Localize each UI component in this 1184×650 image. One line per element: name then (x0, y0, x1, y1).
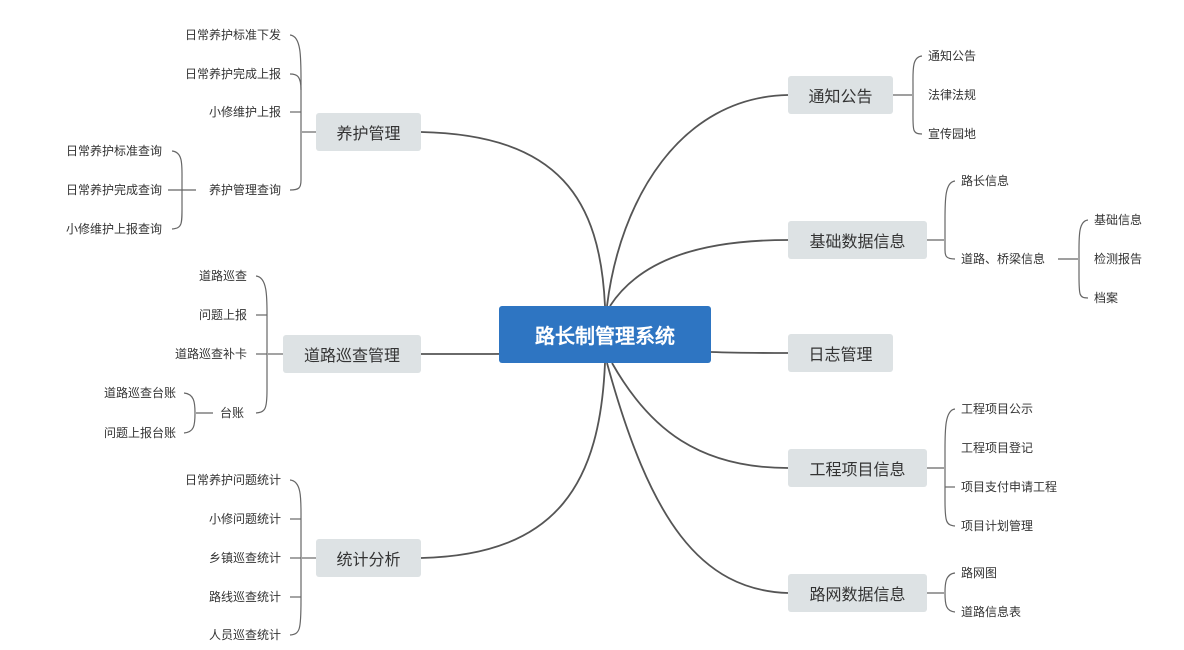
leaf-tongji-1[interactable]: 日常养护问题统计 (184, 473, 281, 487)
leaf-tongzhi-3[interactable]: 宣传园地 (928, 127, 977, 141)
leaf-gongcheng-4[interactable]: 项目计划管理 (961, 519, 1034, 533)
root-node[interactable]: 路长制管理系统 (499, 306, 711, 363)
leaf-yanghu-3[interactable]: 小修维护上报 (208, 105, 281, 119)
branch-yanghu[interactable]: 养护管理 (316, 113, 421, 151)
leaf-jichu-2[interactable]: 道路、桥梁信息 (961, 252, 1046, 266)
leaf-gongcheng-1[interactable]: 工程项目公示 (961, 402, 1034, 416)
branch-rizhi[interactable]: 日志管理 (788, 334, 893, 372)
leaf-xuncha-ledger-2[interactable]: 问题上报台账 (103, 426, 176, 440)
leaf-gongcheng-2[interactable]: 工程项目登记 (961, 441, 1034, 455)
branch-gongcheng[interactable]: 工程项目信息 (788, 449, 927, 487)
leaf-jichu-bridge-3[interactable]: 档案 (1094, 291, 1119, 305)
leaf-yanghu-query-1[interactable]: 日常养护标准查询 (65, 144, 162, 158)
leaf-tongji-5[interactable]: 人员巡查统计 (208, 628, 281, 642)
leaf-yanghu-4[interactable]: 养护管理查询 (208, 183, 281, 197)
leaf-yanghu-query-3[interactable]: 小修维护上报查询 (65, 222, 162, 236)
leaf-yanghu-2[interactable]: 日常养护完成上报 (184, 67, 281, 81)
leaf-xuncha-ledger-1[interactable]: 道路巡查台账 (103, 386, 176, 400)
leaf-jichu-bridge-1[interactable]: 基础信息 (1094, 213, 1143, 227)
leaf-jichu-bridge-2[interactable]: 检测报告 (1094, 252, 1143, 266)
branch-jichu[interactable]: 基础数据信息 (788, 221, 927, 259)
leaf-tongji-4[interactable]: 路线巡查统计 (208, 590, 281, 604)
leaf-xuncha-1[interactable]: 道路巡查 (198, 269, 247, 283)
leaf-yanghu-query-2[interactable]: 日常养护完成查询 (65, 183, 162, 197)
leaf-tongji-3[interactable]: 乡镇巡查统计 (208, 551, 281, 565)
leaf-gongcheng-3[interactable]: 项目支付申请工程 (961, 480, 1058, 494)
leaf-tongzhi-2[interactable]: 法律法规 (928, 88, 977, 102)
leaf-luwang-2[interactable]: 道路信息表 (961, 605, 1022, 619)
leaf-xuncha-3[interactable]: 道路巡查补卡 (174, 347, 247, 361)
leaf-luwang-1[interactable]: 路网图 (961, 566, 998, 580)
leaf-jichu-1[interactable]: 路长信息 (961, 174, 1010, 188)
leaf-tongzhi-1[interactable]: 通知公告 (928, 49, 977, 63)
branch-xuncha[interactable]: 道路巡查管理 (283, 335, 421, 373)
branch-tongzhi[interactable]: 通知公告 (788, 76, 893, 114)
leaf-tongji-2[interactable]: 小修问题统计 (208, 512, 281, 526)
leaf-xuncha-2[interactable]: 问题上报 (198, 308, 247, 322)
leaf-yanghu-1[interactable]: 日常养护标准下发 (184, 28, 281, 42)
branch-tongji[interactable]: 统计分析 (316, 539, 421, 577)
branch-luwang[interactable]: 路网数据信息 (788, 574, 927, 612)
leaf-xuncha-4[interactable]: 台账 (219, 406, 244, 420)
